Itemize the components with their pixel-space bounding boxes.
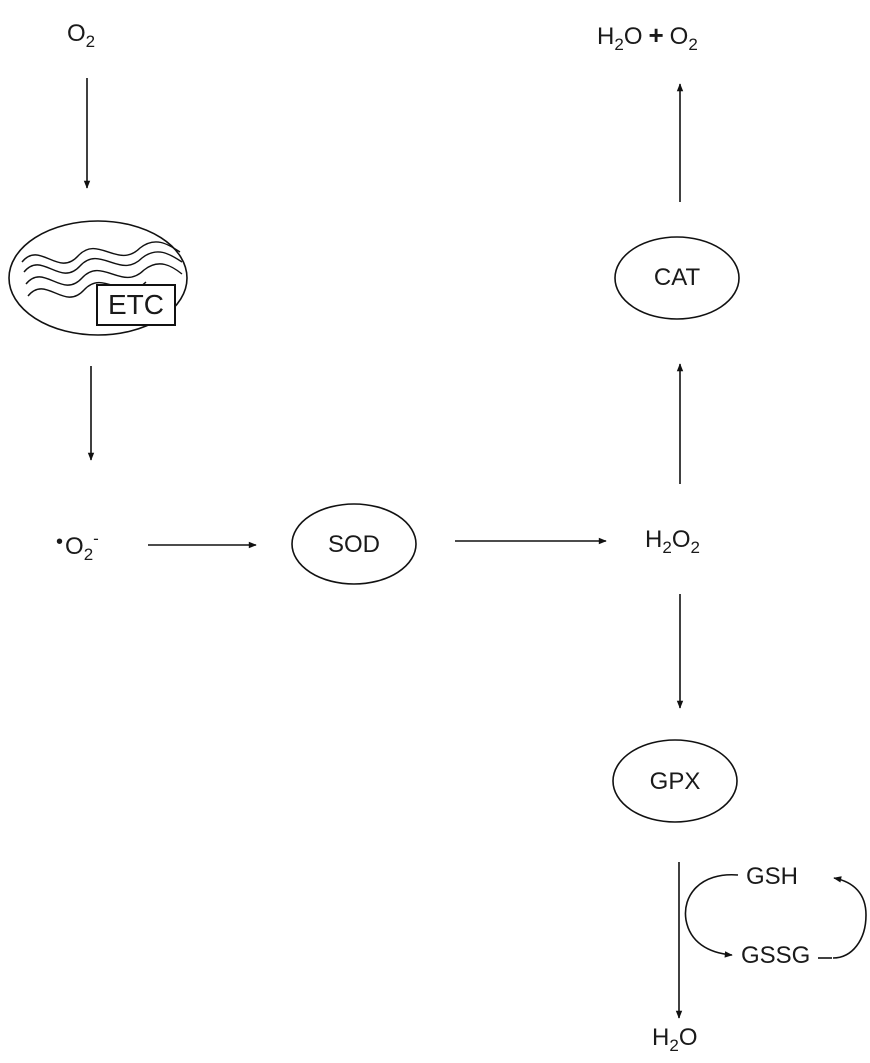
superoxide-main: O: [65, 533, 84, 560]
h2o-h: H: [652, 1024, 670, 1051]
product-o2: O: [669, 23, 689, 50]
product-h: H: [597, 23, 615, 50]
etc-box: ETC: [96, 284, 176, 326]
h2o2-h: H: [645, 526, 663, 553]
product-o2-sub: 2: [688, 35, 698, 54]
superoxide-sub: 2: [83, 545, 94, 564]
cat-ellipse: [614, 236, 740, 320]
arrow-gsh-to-gssg: [684, 874, 739, 958]
superoxide-charge: -: [93, 529, 99, 548]
product-o: O: [623, 23, 643, 50]
o2-main: O: [67, 20, 86, 47]
h2o-h-sub: 2: [669, 1036, 679, 1055]
radical-dot: •: [56, 531, 64, 553]
product-h-sub: 2: [614, 35, 624, 54]
gpx-label: GPX: [649, 768, 701, 795]
o2-sub: 2: [85, 32, 96, 51]
plus-sign: +: [648, 20, 664, 50]
gsh-label: GSH: [746, 863, 799, 890]
o2-label: O2: [67, 20, 95, 51]
h2o2-label: H2O2: [645, 526, 700, 557]
h2o2-o: O: [671, 526, 691, 553]
sod-ellipse: [291, 503, 417, 585]
sod-label: SOD: [327, 531, 380, 558]
h2o2-o-sub: 2: [690, 538, 700, 557]
h2o-bottom-label: H2O: [652, 1024, 698, 1055]
cat-label: CAT: [653, 264, 701, 291]
gpx-ellipse: [612, 739, 738, 823]
product-label: H2O+O2: [597, 20, 698, 53]
h2o-o: O: [678, 1024, 698, 1051]
arrow-gssg-to-gsh: [832, 876, 867, 959]
superoxide-label: •O2-: [56, 529, 99, 563]
gssg-label: GSSG: [741, 942, 811, 969]
h2o2-h-sub: 2: [662, 538, 672, 557]
